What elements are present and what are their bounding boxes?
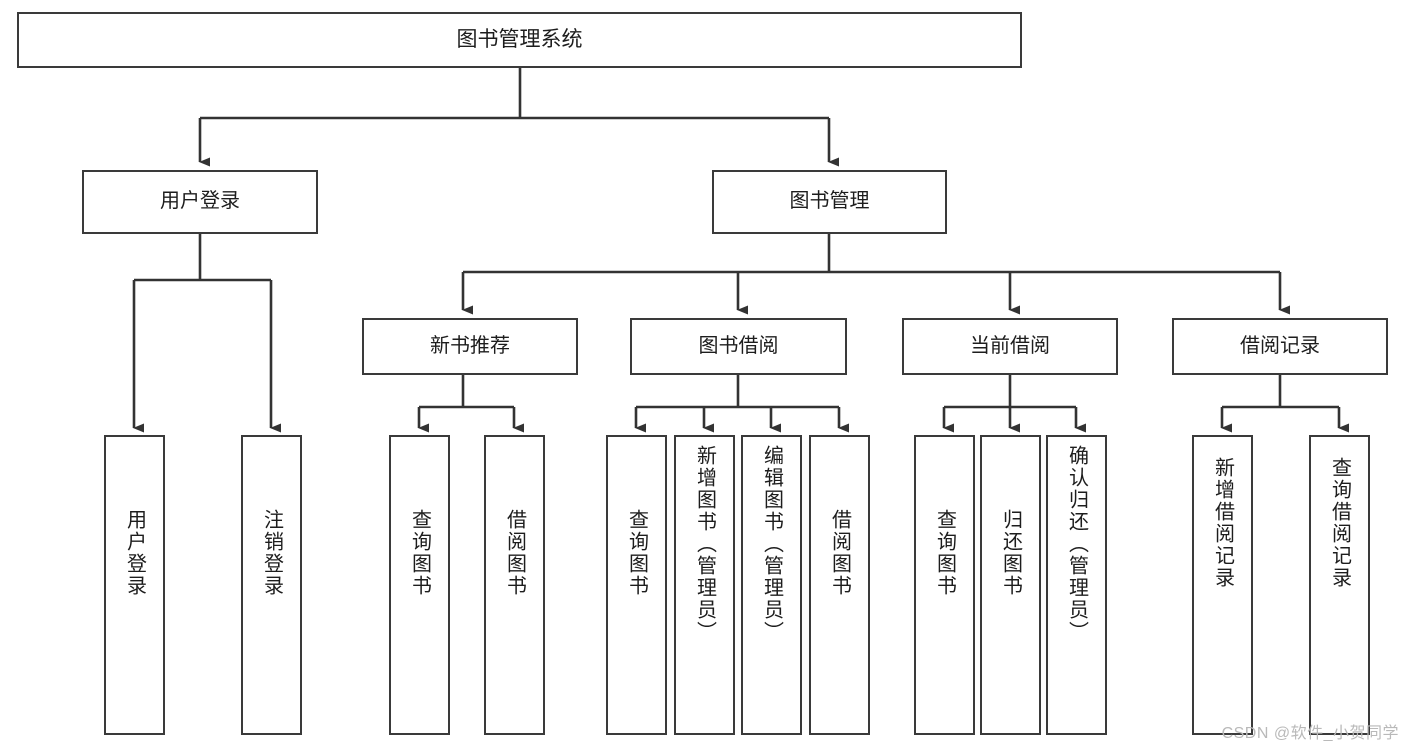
node-label: 用户登录 <box>160 190 240 213</box>
node-leaf-borrow-book-recommend[interactable]: 借阅图书 <box>484 435 545 735</box>
node-root-system[interactable]: 图书管理系统 <box>17 12 1022 68</box>
node-label: 新书推荐 <box>430 334 510 357</box>
node-book-borrow[interactable]: 图书借阅 <box>630 318 847 375</box>
node-label: 注销登录 <box>260 509 283 597</box>
node-leaf-query-book-current[interactable]: 查询图书 <box>914 435 975 735</box>
node-label: 图书借阅 <box>698 334 779 357</box>
watermark-csdn: CSDN @软件_小贺同学 <box>1221 725 1399 742</box>
node-label: 图书管理系统 <box>456 27 583 51</box>
node-borrow-record[interactable]: 借阅记录 <box>1172 318 1388 375</box>
node-label: 确认归还（管理员） <box>1065 445 1088 643</box>
node-leaf-query-borrow-record[interactable]: 查询借阅记录 <box>1309 435 1370 735</box>
node-label: 查询图书 <box>408 509 431 597</box>
node-label: 编辑图书（管理员） <box>760 445 783 643</box>
node-leaf-user-login[interactable]: 用户登录 <box>104 435 165 735</box>
node-new-book-recommend[interactable]: 新书推荐 <box>362 318 578 375</box>
node-leaf-return-book[interactable]: 归还图书 <box>980 435 1041 735</box>
node-user-login[interactable]: 用户登录 <box>82 170 318 234</box>
node-label: 图书管理 <box>789 190 870 213</box>
node-label: 新增图书（管理员） <box>693 445 716 643</box>
node-book-management[interactable]: 图书管理 <box>712 170 947 234</box>
node-leaf-query-book-borrow[interactable]: 查询图书 <box>606 435 667 735</box>
node-label: 新增借阅记录 <box>1211 457 1234 589</box>
node-label: 借阅记录 <box>1240 334 1320 357</box>
node-leaf-logout[interactable]: 注销登录 <box>241 435 302 735</box>
node-label: 查询图书 <box>625 509 648 597</box>
node-leaf-add-book-admin[interactable]: 新增图书（管理员） <box>674 435 735 735</box>
node-label: 查询借阅记录 <box>1328 457 1351 589</box>
node-label: 归还图书 <box>999 509 1022 597</box>
node-label: 当前借阅 <box>970 334 1050 357</box>
node-label: 用户登录 <box>123 509 146 597</box>
node-label: 借阅图书 <box>828 509 851 597</box>
node-leaf-borrow-book[interactable]: 借阅图书 <box>809 435 870 735</box>
node-current-borrow[interactable]: 当前借阅 <box>902 318 1118 375</box>
node-label: 查询图书 <box>933 509 956 597</box>
node-leaf-query-book-recommend[interactable]: 查询图书 <box>389 435 450 735</box>
node-leaf-add-borrow-record[interactable]: 新增借阅记录 <box>1192 435 1253 735</box>
node-leaf-confirm-return-admin[interactable]: 确认归还（管理员） <box>1046 435 1107 735</box>
node-label: 借阅图书 <box>503 509 526 597</box>
node-leaf-edit-book-admin[interactable]: 编辑图书（管理员） <box>741 435 802 735</box>
